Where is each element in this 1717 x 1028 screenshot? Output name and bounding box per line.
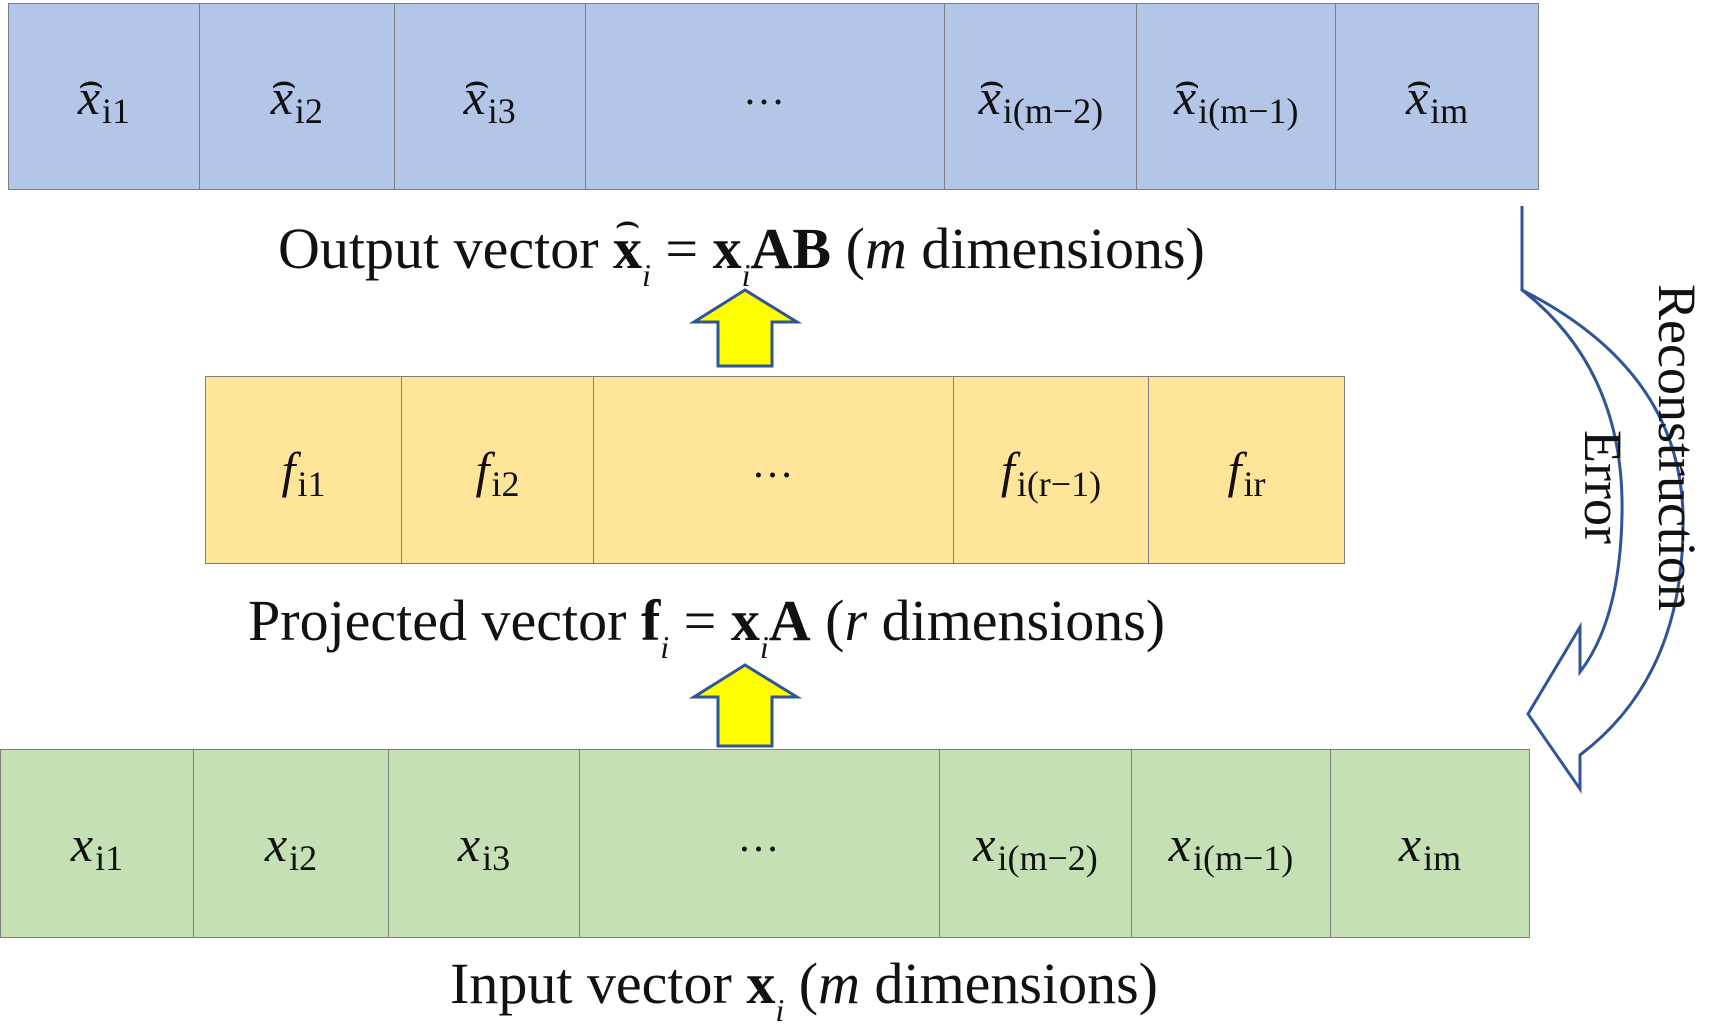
input-caption-vec: x bbox=[746, 951, 776, 1016]
output-caption-open: ( bbox=[831, 216, 865, 281]
proj-caption-prefix: Projected vector bbox=[248, 588, 641, 653]
input-caption-suffix: dimensions) bbox=[859, 951, 1158, 1016]
input-vector-caption: Input vector xi (m dimensions) bbox=[450, 955, 1158, 1027]
proj-caption-vec-sub: i bbox=[660, 629, 670, 665]
output-caption-eq: = bbox=[650, 216, 713, 281]
proj-caption-open: ( bbox=[810, 588, 845, 653]
output-cell-sub: i3 bbox=[487, 90, 516, 131]
input-cell-sub: i(m−1) bbox=[1192, 837, 1294, 878]
proj-caption-vec: f bbox=[640, 588, 661, 653]
proj-caption-rhs-vec: x bbox=[730, 588, 760, 653]
proj-cell-sub: i2 bbox=[491, 464, 520, 504]
error-label: Error bbox=[1573, 430, 1633, 544]
reconstruction-error-arrow-icon bbox=[1520, 206, 1685, 794]
input-cell-sub: i3 bbox=[482, 837, 511, 878]
input-cell-sub: i2 bbox=[289, 837, 318, 878]
proj-cell-sub: i1 bbox=[297, 464, 326, 504]
proj-caption-rhs-sub: i bbox=[759, 629, 769, 665]
output-caption-dim-var: m bbox=[864, 216, 907, 281]
input-caption-vec-sub: i bbox=[775, 992, 785, 1028]
projected-vector-caption: Projected vector fi = xiA (r dimensions) bbox=[248, 592, 1165, 664]
proj-caption-eq: = bbox=[669, 588, 731, 653]
output-cell-sub: im bbox=[1430, 90, 1469, 131]
proj-cell-sub: i(r−1) bbox=[1016, 464, 1102, 504]
proj-cell-sub: ir bbox=[1243, 464, 1266, 504]
output-cell-sub: i2 bbox=[294, 90, 323, 131]
proj-cell-ellipsis: … bbox=[594, 377, 954, 563]
output-cell-ellipsis: … bbox=[585, 4, 946, 189]
output-caption-vec: x bbox=[613, 216, 643, 281]
input-caption-open: ( bbox=[784, 951, 819, 1016]
input-cell-sub: im bbox=[1423, 837, 1462, 878]
input-caption-dim-var: m bbox=[818, 951, 860, 1016]
output-caption-rhs-mat: AB bbox=[750, 216, 832, 281]
input-caption-prefix: Input vector bbox=[450, 951, 747, 1016]
output-cell-sub: i1 bbox=[102, 90, 131, 131]
proj-caption-dim-var: r bbox=[844, 588, 868, 653]
output-cell-sub: i(m−2) bbox=[1002, 90, 1104, 131]
output-caption-vec-sub: i bbox=[642, 257, 651, 293]
up-arrow-icon bbox=[688, 663, 803, 748]
reconstruction-label: Reconstruction bbox=[1647, 284, 1707, 611]
output-caption-rhs-sub: i bbox=[741, 257, 751, 293]
output-cell-sub: i(m−1) bbox=[1198, 90, 1299, 131]
output-caption-suffix: dimensions) bbox=[906, 216, 1205, 281]
input-cell-sub: i1 bbox=[95, 837, 124, 878]
output-caption-prefix: Output vector bbox=[278, 216, 614, 281]
output-vector-caption: Output vector ⌢xi = xiAB (m dimensions) bbox=[278, 199, 1205, 293]
proj-caption-suffix: dimensions) bbox=[867, 588, 1166, 653]
input-cell-sub: i(m−2) bbox=[997, 837, 1098, 878]
proj-caption-rhs-mat: A bbox=[768, 588, 811, 653]
up-arrow-icon bbox=[688, 288, 803, 368]
output-caption-rhs-vec: x bbox=[712, 216, 742, 281]
input-cell-ellipsis: … bbox=[580, 750, 940, 937]
